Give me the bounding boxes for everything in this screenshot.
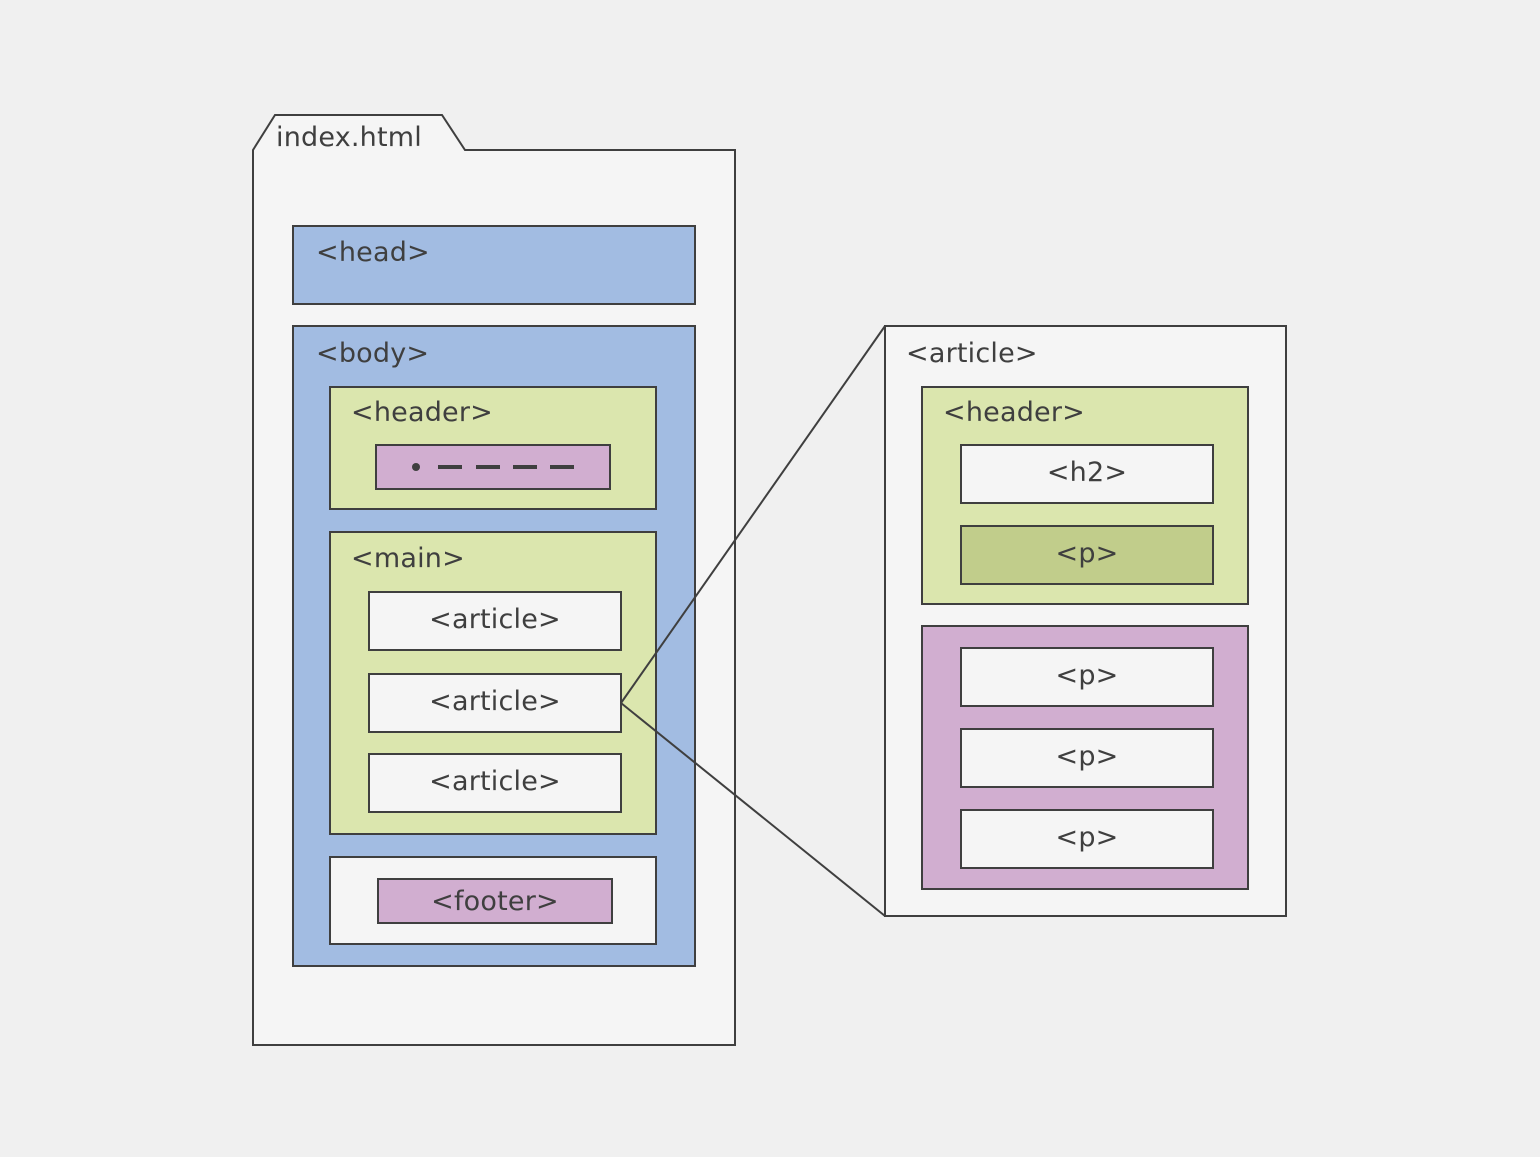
zoom-p-label-1: <p> (1055, 660, 1119, 691)
header-label: <header> (351, 397, 493, 428)
article-box-1 (368, 591, 622, 651)
zoom-connector-top (620, 325, 886, 704)
body-label: <body> (316, 338, 430, 369)
zoom-p-label-3: <p> (1055, 822, 1119, 853)
file-tab-label: index.html (276, 122, 422, 153)
zoom-article-label: <article> (906, 338, 1038, 369)
zoom-h2-label: <h2> (1046, 457, 1128, 488)
zoom-p-label-2: <p> (1055, 741, 1119, 772)
zoom-header-p-box (960, 525, 1214, 585)
zoom-p-box-3 (960, 809, 1214, 869)
zoom-header-label: <header> (943, 397, 1085, 428)
zoom-p-box-1 (960, 647, 1214, 707)
footer-label: <footer> (431, 886, 559, 917)
zoom-header-p-label: <p> (1055, 538, 1119, 569)
article-label-3: <article> (429, 766, 561, 797)
zoom-h2-box (960, 444, 1214, 504)
head-label: <head> (316, 237, 430, 268)
head-box (292, 225, 696, 305)
nav-placeholder-icon (412, 463, 574, 471)
main-label: <main> (351, 543, 465, 574)
article-label-1: <article> (429, 604, 561, 635)
footer-box (377, 878, 613, 924)
zoom-p-box-2 (960, 728, 1214, 788)
article-box-2 (368, 673, 622, 733)
article-label-2: <article> (429, 686, 561, 717)
article-box-3 (368, 753, 622, 813)
zoom-connector-bottom (620, 702, 886, 917)
